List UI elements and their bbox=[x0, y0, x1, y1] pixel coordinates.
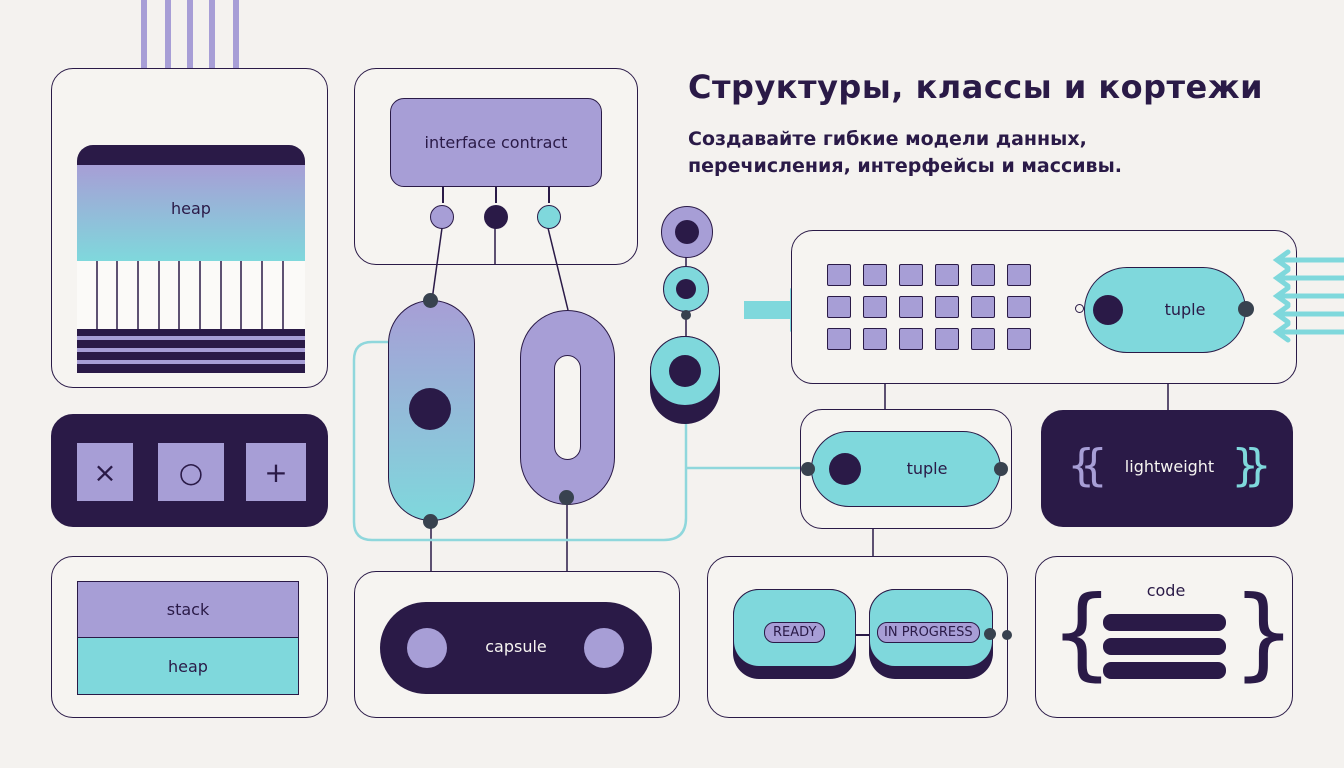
grid-cell bbox=[971, 264, 995, 286]
grid-cell bbox=[971, 328, 995, 350]
heap-memory-panel: heap bbox=[51, 68, 328, 388]
heap-block: heap bbox=[77, 145, 305, 373]
stack-circle-mid-core bbox=[676, 279, 696, 299]
progress-port-2[interactable] bbox=[1002, 630, 1012, 640]
interface-contract-box[interactable]: interface contract bbox=[390, 98, 602, 187]
tuple-label-top: tuple bbox=[1164, 300, 1206, 319]
symbol-box-circle[interactable]: ○ bbox=[158, 443, 224, 501]
subtitle-line-2: перечисления, интерфейсы и массивы. bbox=[688, 155, 1122, 177]
grid-cell bbox=[1007, 328, 1031, 350]
cylinder-core bbox=[669, 355, 701, 387]
lightweight-label: lightweight bbox=[1124, 457, 1215, 476]
port-navy[interactable] bbox=[484, 205, 508, 229]
left-arrows-icon bbox=[1272, 249, 1344, 343]
tuple-pill-mid[interactable]: tuple bbox=[811, 431, 1001, 507]
grid-cell bbox=[863, 264, 887, 286]
stack-circle-top-core bbox=[675, 220, 699, 244]
heap-label: heap bbox=[171, 199, 211, 218]
grid-cell bbox=[1007, 264, 1031, 286]
tuple-core-dot bbox=[1093, 295, 1123, 325]
status-link-line bbox=[856, 634, 869, 636]
ring-bottom-port[interactable] bbox=[559, 490, 574, 505]
heap-cells bbox=[77, 261, 305, 329]
grid-cell bbox=[899, 264, 923, 286]
ready-node-top: READY bbox=[733, 589, 856, 667]
grid-cell bbox=[899, 296, 923, 318]
code-label: code bbox=[1146, 581, 1186, 600]
tuple-mid-core-dot bbox=[829, 453, 861, 485]
capsule-bottom-port[interactable] bbox=[423, 514, 438, 529]
lightweight-close-brace: }} bbox=[1232, 440, 1271, 491]
progress-port-1[interactable] bbox=[984, 628, 996, 640]
tuple-pill-top[interactable]: tuple bbox=[1084, 267, 1246, 353]
grid-cell bbox=[935, 328, 959, 350]
ring-capsule-hole bbox=[554, 355, 581, 460]
stack-circle-top[interactable] bbox=[661, 206, 713, 258]
tuple-mid-left-port[interactable] bbox=[801, 462, 815, 476]
page-title: Структуры, классы и кортежи bbox=[688, 68, 1264, 106]
grid-cell bbox=[1007, 296, 1031, 318]
code-close-brace: } bbox=[1232, 574, 1296, 691]
interface-panel: interface contract bbox=[354, 68, 638, 265]
code-bar-2 bbox=[1103, 638, 1226, 655]
progress-node-top: IN PROGRESS bbox=[869, 589, 993, 667]
code-bar-1 bbox=[1103, 614, 1226, 631]
grid-cell bbox=[863, 328, 887, 350]
grid-link-port bbox=[1075, 304, 1084, 313]
code-panel: { code } bbox=[1035, 556, 1296, 718]
symbol-box-close[interactable]: × bbox=[77, 443, 133, 501]
tuple-mid-right-port[interactable] bbox=[994, 462, 1008, 476]
stack-heap-panel: stack heap bbox=[51, 556, 328, 718]
subtitle-line-1: Создавайте гибкие модели данных, bbox=[688, 128, 1087, 150]
symbol-box-plus[interactable]: + bbox=[246, 443, 306, 501]
grid-cell bbox=[827, 328, 851, 350]
heap-gradient bbox=[77, 165, 305, 261]
stack-block: stack bbox=[77, 581, 299, 638]
tuple-grid-panel: tuple bbox=[791, 230, 1297, 384]
capsule-label: capsule bbox=[485, 637, 547, 656]
grid-cell bbox=[863, 296, 887, 318]
port-cyan[interactable] bbox=[537, 205, 561, 229]
lightweight-open-brace: {{ bbox=[1068, 440, 1107, 491]
tuple-mid-panel: tuple bbox=[800, 409, 1012, 529]
heap-block-small: heap bbox=[77, 638, 299, 695]
stack-link-port bbox=[681, 310, 691, 320]
grid-cell bbox=[827, 264, 851, 286]
capsule-left-dot bbox=[407, 628, 447, 668]
capsule-core-dot bbox=[409, 388, 451, 430]
symbols-panel: × ○ + bbox=[51, 414, 328, 527]
cylinder-top bbox=[650, 336, 720, 406]
grid-cell bbox=[899, 328, 923, 350]
capsule-pill[interactable]: capsule bbox=[380, 602, 652, 694]
grid-cell bbox=[935, 296, 959, 318]
tuple-right-port[interactable] bbox=[1238, 301, 1254, 317]
capsule-right-dot bbox=[584, 628, 624, 668]
code-bar-3 bbox=[1103, 662, 1226, 679]
heap-stripes bbox=[77, 329, 305, 373]
capsule-panel: capsule bbox=[354, 571, 680, 718]
connector-line bbox=[548, 187, 550, 203]
connector-line bbox=[442, 187, 444, 203]
tuple-label-mid: tuple bbox=[906, 459, 948, 478]
grid-cell bbox=[827, 296, 851, 318]
capsule-top-port[interactable] bbox=[423, 293, 438, 308]
connector-line bbox=[495, 187, 497, 203]
grid-cell bbox=[935, 264, 959, 286]
progress-badge: IN PROGRESS bbox=[877, 622, 980, 643]
lightweight-panel: {{ lightweight }} bbox=[1041, 410, 1293, 527]
ready-badge: READY bbox=[764, 622, 826, 643]
page-subtitle: Создавайте гибкие модели данных, перечис… bbox=[688, 126, 1288, 180]
status-panel: READY IN PROGRESS bbox=[707, 556, 1012, 718]
grid-cell bbox=[971, 296, 995, 318]
